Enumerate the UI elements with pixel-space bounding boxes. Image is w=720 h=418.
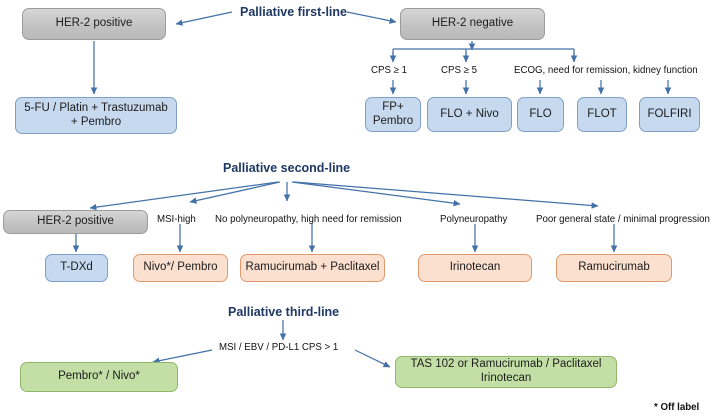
- label-cps-ge-1: CPS ≥ 1: [371, 65, 408, 76]
- node-ramucirumab[interactable]: Ramucirumab: [556, 254, 672, 282]
- label-msi-high: MSI-high: [157, 214, 196, 225]
- node-tas102-regimen[interactable]: TAS 102 or Ramucirumab / Paclitaxel Irin…: [395, 356, 617, 388]
- heading-palliative-first-line: Palliative first-line: [240, 5, 347, 19]
- node-flot[interactable]: FLOT: [577, 97, 627, 132]
- node-pembro-nivo[interactable]: Pembro* / Nivo*: [20, 362, 178, 392]
- node-ramucirumab-paclitaxel[interactable]: Ramucirumab + Paclitaxel: [240, 254, 385, 282]
- heading-palliative-second-line: Palliative second-line: [223, 161, 351, 175]
- label-msi-ebv-pdl1-cps: MSI / EBV / PD-L1 CPS > 1: [219, 342, 339, 353]
- node-her2-positive-first-line[interactable]: HER-2 positive: [22, 8, 166, 40]
- node-t-dxd[interactable]: T-DXd: [45, 254, 108, 282]
- heading-palliative-third-line: Palliative third-line: [228, 305, 340, 319]
- label-poor-general-state: Poor general state / minimal progression: [536, 214, 710, 225]
- node-irinotecan[interactable]: Irinotecan: [418, 254, 532, 282]
- node-flo[interactable]: FLO: [517, 97, 564, 132]
- footnote-off-label: * Off label: [654, 402, 700, 413]
- node-folfiri[interactable]: FOLFIRI: [639, 97, 700, 132]
- label-cps-ge-5: CPS ≥ 5: [441, 65, 478, 76]
- node-flo-nivo[interactable]: FLO + Nivo: [427, 97, 512, 132]
- label-no-polyneuropathy: No polyneuropathy, high need for remissi…: [215, 214, 402, 225]
- node-fp-pembro[interactable]: FP+ Pembro: [365, 97, 421, 132]
- node-fu-platin-trastuzumab-pembro[interactable]: 5-FU / Platin + Trastuzumab + Pembro: [15, 97, 177, 134]
- node-her2-positive-second-line[interactable]: HER-2 positive: [3, 210, 148, 234]
- node-nivo-pembro[interactable]: Nivo*/ Pembro: [133, 254, 228, 282]
- label-ecog-remission-kidney: ECOG, need for remission, kidney functio…: [514, 65, 698, 76]
- node-her2-negative-first-line[interactable]: HER-2 negative: [400, 8, 545, 40]
- label-polyneuropathy: Polyneuropathy: [440, 214, 508, 225]
